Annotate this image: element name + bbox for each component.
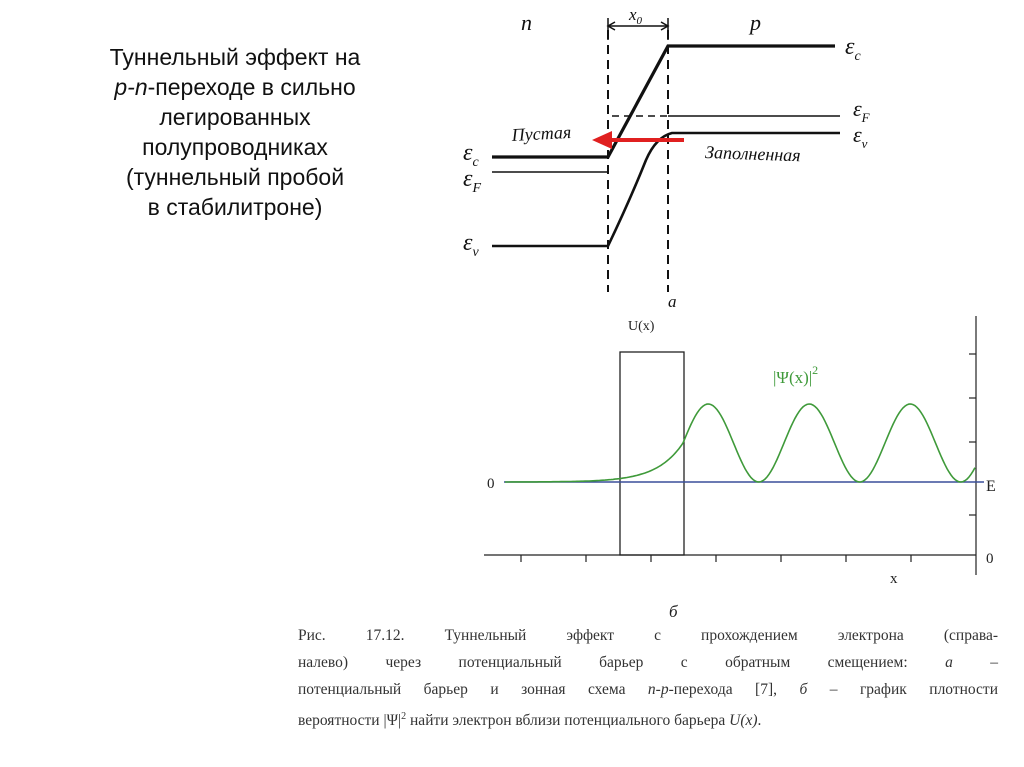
pn-italic: p-n <box>114 74 148 100</box>
caption-line-1: Рис. 17.12. Туннельный эффект с прохожде… <box>298 627 998 644</box>
empty-band-label: Пустая <box>510 122 572 145</box>
title-line-3: легированных <box>159 104 311 130</box>
title-line-1: Туннельный эффект на <box>109 44 361 70</box>
filled-band-label: Заполненная <box>705 142 801 165</box>
x-axis-ticks <box>520 555 912 562</box>
band-diagram-labels: n p x0 εc εF εv εc εF εv Пустая Заполнен… <box>463 5 871 311</box>
title-line-5: (туннельный пробой <box>125 164 345 190</box>
zero-right-label: 0 <box>986 551 994 567</box>
energy-axis-ticks <box>969 353 976 516</box>
figure-caption: Рис. 17.12. Туннельный эффект с прохожде… <box>298 622 998 734</box>
wave-plot-labels: U(x) |Ψ(x)|2 0 E 0 x б <box>487 319 996 621</box>
title-line-2: p-n-переходе в сильно <box>62 72 408 102</box>
psi-label: |Ψ(x)|2 <box>773 363 818 387</box>
wave-plot <box>484 316 984 575</box>
left-ec-label: εc <box>463 140 479 170</box>
right-ev-label: εv <box>853 122 868 151</box>
right-ef-label: εF <box>853 96 871 125</box>
left-ev-label: εv <box>463 230 479 260</box>
region-n-label: n <box>521 10 532 35</box>
conduction-band-edge <box>492 44 835 159</box>
title-line-6: в стабилитроне) <box>147 194 323 220</box>
title-line-4: полупроводниках <box>142 134 328 160</box>
title-line-2-rest: -переходе в сильно <box>147 74 356 100</box>
region-p-label: p <box>748 10 761 35</box>
x-axis-label: x <box>890 571 898 587</box>
right-ec-label: εc <box>845 34 861 64</box>
psi-squared-curve <box>505 403 976 483</box>
subfigure-b-label: б <box>669 602 678 621</box>
band-diagram <box>492 18 840 292</box>
slide-title: Туннельный эффект на p-n-переходе в силь… <box>62 42 408 222</box>
energy-label: E <box>986 478 996 495</box>
zero-left-label: 0 <box>487 476 495 492</box>
caption-line-2: налево) через потенциальный барьер с обр… <box>298 654 999 671</box>
tunneling-arrow <box>592 131 684 149</box>
valence-band-edge <box>492 131 840 248</box>
subfigure-a-label: a <box>668 292 677 311</box>
caption-line-3: потенциальный барьер и зонная схема n-p-… <box>298 681 998 698</box>
x0-arrow-right <box>660 21 670 31</box>
caption-line-4: вероятности |Ψ|2 найти электрон вблизи п… <box>298 711 762 730</box>
potential-label: U(x) <box>628 319 655 334</box>
potential-barrier <box>619 351 685 556</box>
x0-label: x0 <box>628 5 643 27</box>
left-ef-label: εF <box>463 166 481 196</box>
x0-arrow-left <box>606 21 616 31</box>
